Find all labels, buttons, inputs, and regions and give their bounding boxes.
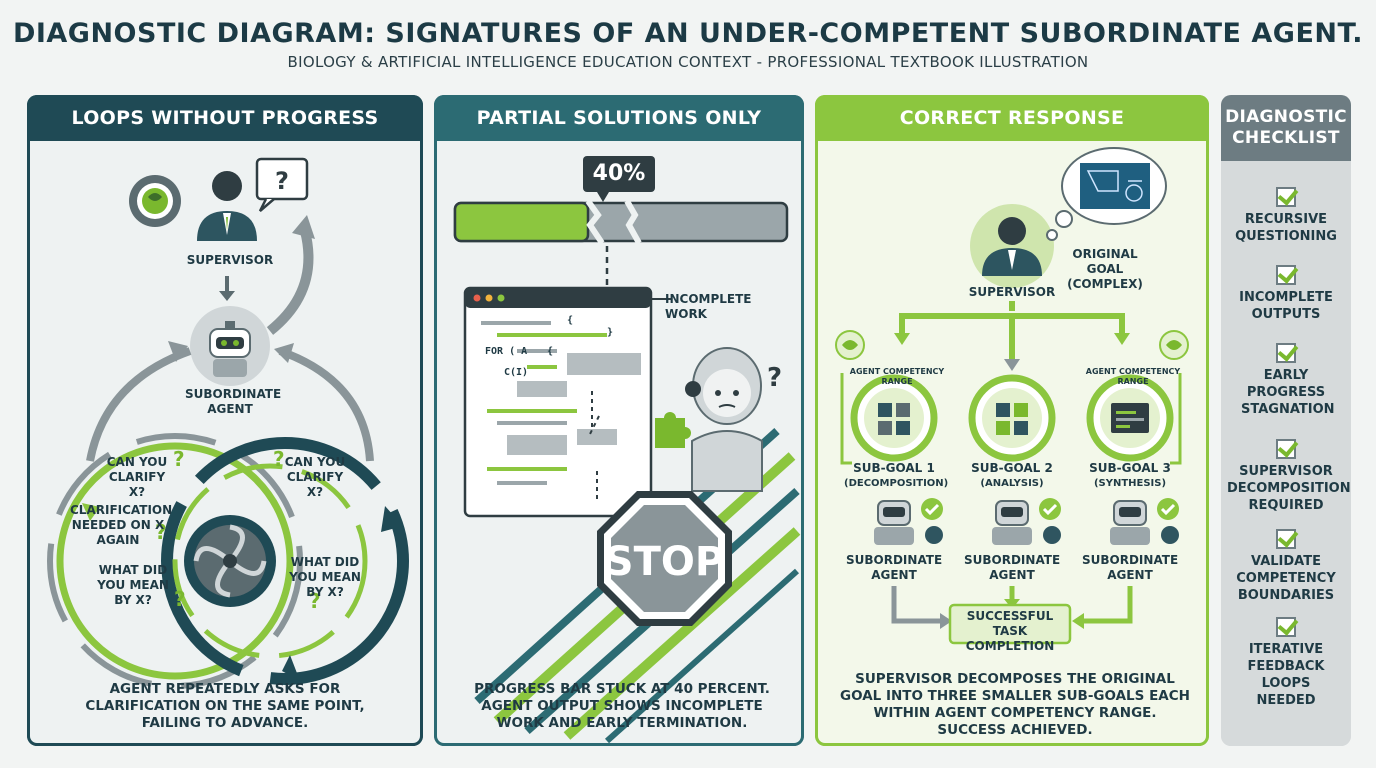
success-label: SUCCESSFUL TASK COMPLETION (965, 609, 1055, 653)
incomplete-work-label: INCOMPLETE WORK (665, 292, 752, 321)
robot-2-icon (992, 498, 1061, 545)
checklist-title-line2: CHECKLIST (1232, 128, 1340, 148)
panel-loops-title: LOOPS WITHOUT PROGRESS (27, 95, 423, 141)
checkmark-icon (1276, 529, 1296, 549)
competency-range-left: AGENT COMPETENCY RANGE (849, 367, 945, 386)
svg-text:?: ? (174, 587, 186, 611)
checklist-item-label: ITERATIVE FEEDBACK LOOPS NEEDED (1247, 642, 1325, 708)
checklist-item: EARLY PROGRESS STAGNATION (1221, 343, 1351, 418)
checkmark-icon (1276, 439, 1296, 459)
checklist-item-label: RECURSIVE QUESTIONING (1235, 212, 1337, 244)
panel-partial-body: ? 40% INCOMPLETE WORK { } for ( a { C(i)… (434, 141, 804, 746)
bubble-what-did-you-mean-1: WHAT DID YOU MEAN BY X? (97, 563, 169, 607)
supervisor-avatar (197, 171, 257, 241)
svg-text:?: ? (275, 167, 289, 195)
subgoal-2-detail: (ANALYSIS) (980, 478, 1044, 489)
header: DIAGNOSTIC DIAGRAM: SIGNATURES OF AN UND… (0, 0, 1376, 71)
brain-icon-left (835, 330, 865, 360)
checklist-item: VALIDATE COMPETENCY BOUNDARIES (1221, 529, 1351, 604)
page-subtitle: BIOLOGY & ARTIFICIAL INTELLIGENCE EDUCAT… (287, 53, 1089, 71)
subgoal-1-name: SUB-GOAL 1 (853, 461, 935, 475)
checklist-item: RECURSIVE QUESTIONING (1221, 187, 1351, 245)
panel-loops-body: ? (27, 141, 423, 746)
checklist-item: ITERATIVE FEEDBACK LOOPS NEEDED (1221, 617, 1351, 709)
bubble-can-you-clarify-2: CAN YOU CLARIFY X? (284, 455, 346, 499)
checkmark-icon (1276, 187, 1296, 207)
brain-gear-icon (129, 175, 181, 227)
subgoal-3-agent: SUBORDINATE AGENT (1082, 553, 1179, 582)
loops-illustration: ? (47, 157, 409, 689)
stop-sign-text: STOP (604, 539, 725, 585)
panel-partial-solutions: PARTIAL SOLUTIONS ONLY (434, 95, 804, 746)
vortex-icon (184, 515, 276, 607)
subordinate-agent-label: SUBORDINATE AGENT (185, 387, 282, 416)
supervisor-label: SUPERVISOR (186, 253, 274, 267)
checklist-item: SUPERVISOR DECOMPOSITION REQUIRED (1221, 439, 1351, 514)
bubble-clarification-needed: CLARIFICATION NEEDED ON X AGAIN (70, 503, 173, 547)
panel-correct-response: CORRECT RESPONSE (815, 95, 1209, 746)
partial-illustration: ? (453, 156, 801, 744)
svg-text:?: ? (273, 447, 285, 471)
panel-loops-without-progress: LOOPS WITHOUT PROGRESS ? (27, 95, 423, 746)
subgoal-3-name: SUB-GOAL 3 (1089, 461, 1171, 475)
competency-range-right: AGENT COMPETENCY RANGE (1085, 367, 1181, 386)
question-bubble-icon: ? (255, 157, 309, 212)
bubble-what-did-you-mean-2: WHAT DID YOU MEAN BY X? (289, 555, 361, 599)
checklist-item-label: EARLY PROGRESS STAGNATION (1241, 368, 1335, 417)
checklist-item-label: SUPERVISOR DECOMPOSITION REQUIRED (1227, 464, 1351, 513)
code-line-1: { (566, 315, 574, 326)
supervisor-avatar (970, 204, 1054, 288)
original-goal-label: ORIGINAL GOAL (COMPLEX) (1067, 247, 1143, 291)
subgoal-3-icon (1086, 374, 1174, 462)
checklist-item: INCOMPLETE OUTPUTS (1221, 265, 1351, 323)
page-title: DIAGNOSTIC DIAGRAM: SIGNATURES OF AN UND… (12, 18, 1364, 49)
progress-percent-label: 40% (592, 161, 646, 186)
svg-text:?: ? (155, 520, 167, 544)
subgoal-3-detail: (SYNTHESIS) (1093, 478, 1167, 489)
checklist-item-label: INCOMPLETE OUTPUTS (1239, 290, 1333, 322)
confused-robot-icon: ? (685, 347, 782, 492)
code-window (463, 286, 653, 518)
subgoal-2-icon (968, 374, 1056, 462)
checklist-title: DIAGNOSTIC CHECKLIST (1221, 95, 1351, 161)
panel-correct-body: SUPERVISOR ORIGINAL GOAL (COMPLEX) AGENT… (815, 141, 1209, 746)
correct-caption: SUPERVISOR DECOMPOSES THE ORIGINAL GOAL … (840, 671, 1190, 738)
code-line-2: } (606, 327, 614, 338)
subgoal-1-agent: SUBORDINATE AGENT (846, 553, 943, 582)
checklist-item-label: VALIDATE COMPETENCY BOUNDARIES (1236, 554, 1336, 603)
subgoal-1-detail: (DECOMPOSITION) (844, 478, 949, 489)
correct-illustration (835, 147, 1189, 645)
svg-text:?: ? (173, 447, 185, 471)
code-line-4: { (546, 346, 554, 357)
subordinate-robot-icon (190, 306, 270, 386)
bubble-can-you-clarify-1: CAN YOU CLARIFY X? (106, 455, 168, 499)
blueprint-thought-icon (1046, 147, 1167, 241)
stop-sign-icon (597, 491, 732, 626)
checkmark-icon (1276, 265, 1296, 285)
checklist-body: RECURSIVE QUESTIONING INCOMPLETE OUTPUTS… (1221, 161, 1351, 746)
partial-caption: PROGRESS BAR STUCK AT 40 PERCENT. AGENT … (474, 681, 770, 731)
supervisor-label: SUPERVISOR (968, 285, 1056, 299)
brain-icon-right (1159, 330, 1189, 360)
panel-partial-title: PARTIAL SOLUTIONS ONLY (434, 95, 804, 141)
checkmark-icon (1276, 343, 1296, 363)
progress-bar (453, 199, 789, 245)
svg-text:?: ? (767, 363, 782, 393)
svg-text:?: ? (309, 589, 321, 613)
robot-1-icon (874, 498, 943, 545)
subgoal-1-icon (850, 374, 938, 462)
panel-diagnostic-checklist: DIAGNOSTIC CHECKLIST RECURSIVE QUESTIONI… (1221, 95, 1351, 746)
checklist-title-line1: DIAGNOSTIC (1225, 107, 1347, 127)
loops-caption: AGENT REPEATEDLY ASKS FOR CLARIFICATION … (85, 681, 365, 731)
subgoal-2-agent: SUBORDINATE AGENT (964, 553, 1061, 582)
robot-3-icon (1110, 498, 1179, 545)
code-line-5: C(i) (503, 367, 529, 378)
puzzle-piece-icon (655, 412, 691, 448)
checkmark-icon (1276, 617, 1296, 637)
subgoal-2-name: SUB-GOAL 2 (971, 461, 1053, 475)
code-line-3: for ( a (485, 346, 528, 357)
panel-correct-title: CORRECT RESPONSE (815, 95, 1209, 141)
